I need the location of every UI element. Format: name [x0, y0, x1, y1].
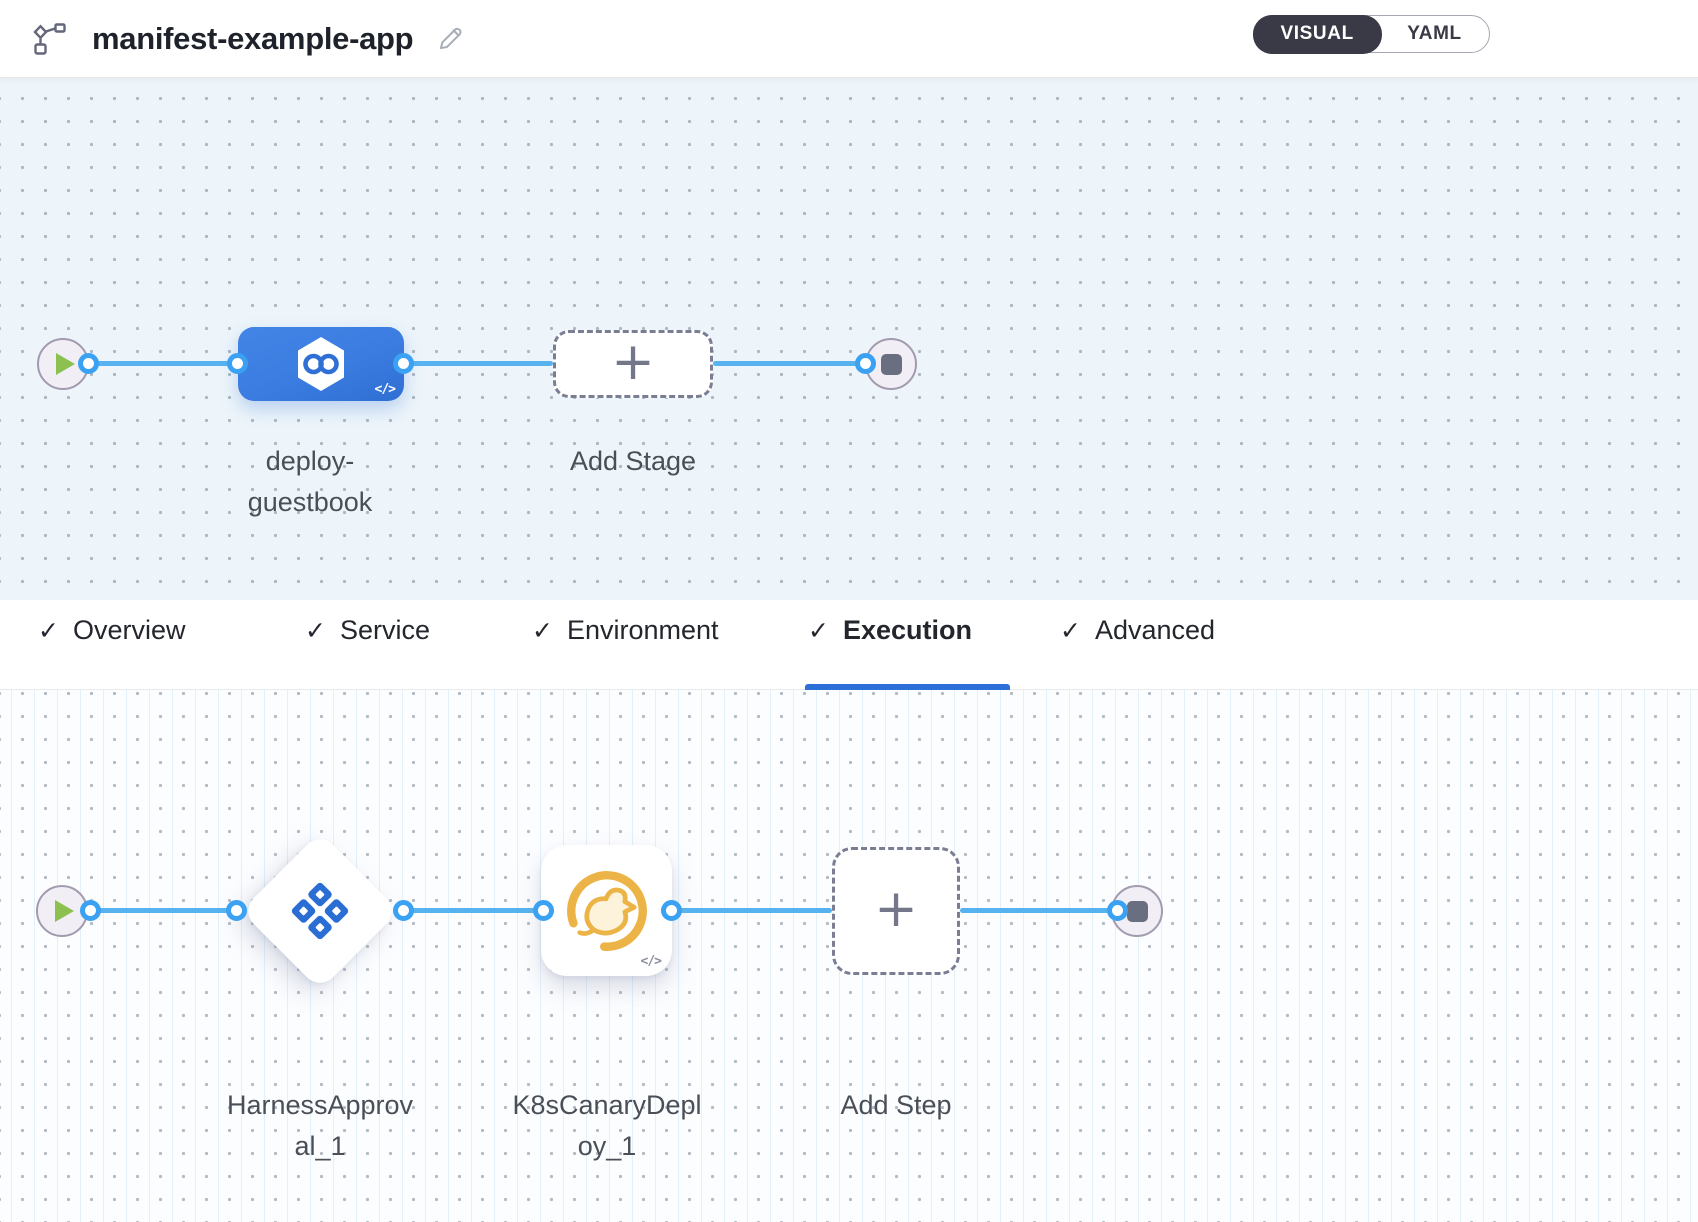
tab-overview[interactable]: ✓ Overview: [38, 614, 186, 645]
execution-end-node[interactable]: [1111, 885, 1163, 937]
port[interactable]: [78, 353, 99, 374]
add-step-label[interactable]: Add Step: [840, 1090, 952, 1120]
stage-canvas[interactable]: [0, 78, 1698, 600]
checkmark-icon: ✓: [532, 615, 553, 645]
page-title: manifest-example-app: [92, 20, 414, 56]
checkmark-icon: ✓: [38, 615, 59, 645]
edit-pencil-icon[interactable]: [437, 25, 464, 52]
active-tab-underline: [805, 684, 1010, 690]
edge-addstep-to-end: [960, 908, 1118, 913]
step-label-k8s-canary-deploy[interactable]: K8sCanaryDepl oy_1: [512, 1090, 702, 1161]
port[interactable]: [1107, 900, 1128, 921]
code-badge-icon[interactable]: </>: [640, 954, 663, 969]
port[interactable]: [80, 900, 101, 921]
play-icon: [56, 353, 75, 375]
add-step-button[interactable]: +: [832, 847, 960, 975]
tab-service[interactable]: ✓ Service: [305, 614, 430, 645]
plus-icon: +: [874, 879, 918, 939]
stage-tabbar: [0, 600, 1698, 690]
step-label-harness-approval[interactable]: HarnessApprov al_1: [226, 1090, 414, 1161]
checkmark-icon: ✓: [808, 615, 829, 645]
edge-start-to-stage: [89, 361, 238, 366]
edge-start-to-approval: [91, 908, 237, 913]
tab-advanced[interactable]: ✓ Advanced: [1060, 614, 1216, 645]
port[interactable]: [226, 900, 247, 921]
checkmark-icon: ✓: [305, 615, 326, 645]
add-stage-button[interactable]: +: [553, 330, 713, 398]
edge-addstage-to-end: [713, 361, 866, 366]
add-stage-label[interactable]: Add Stage: [569, 446, 697, 476]
tab-environment[interactable]: ✓ Environment: [532, 614, 719, 645]
pipeline-graph-icon: [33, 22, 66, 55]
play-icon: [55, 900, 74, 922]
checkmark-icon: ✓: [1060, 615, 1081, 645]
port[interactable]: [393, 900, 414, 921]
header: manifest-example-app VISUAL YAML: [0, 0, 1698, 78]
toggle-yaml-button[interactable]: YAML: [1407, 23, 1462, 44]
stop-icon: [880, 353, 902, 375]
edge-stage-to-addstage: [404, 361, 553, 366]
step-node-k8s-canary-deploy[interactable]: </>: [541, 845, 672, 976]
visual-yaml-toggle: VISUAL YAML: [1252, 14, 1490, 54]
port[interactable]: [533, 900, 554, 921]
plus-icon: +: [611, 332, 655, 392]
canary-bird-icon: [566, 870, 647, 951]
stop-icon: [1126, 900, 1148, 922]
stage-node-deploy-guestbook[interactable]: </>: [238, 327, 404, 401]
port[interactable]: [227, 353, 248, 374]
code-badge-icon[interactable]: </>: [374, 382, 397, 397]
edge-canary-to-addstep: [672, 908, 832, 913]
port[interactable]: [393, 353, 414, 374]
port[interactable]: [661, 900, 682, 921]
tab-execution[interactable]: ✓ Execution: [808, 614, 972, 645]
port[interactable]: [855, 353, 876, 374]
toggle-visual-button[interactable]: VISUAL: [1252, 14, 1382, 54]
edge-approval-to-canary: [404, 908, 544, 913]
execution-start-node[interactable]: [36, 885, 88, 937]
cd-infinity-hexagon-icon: [298, 337, 344, 391]
stage-label[interactable]: deploy- guestbook: [247, 446, 373, 517]
